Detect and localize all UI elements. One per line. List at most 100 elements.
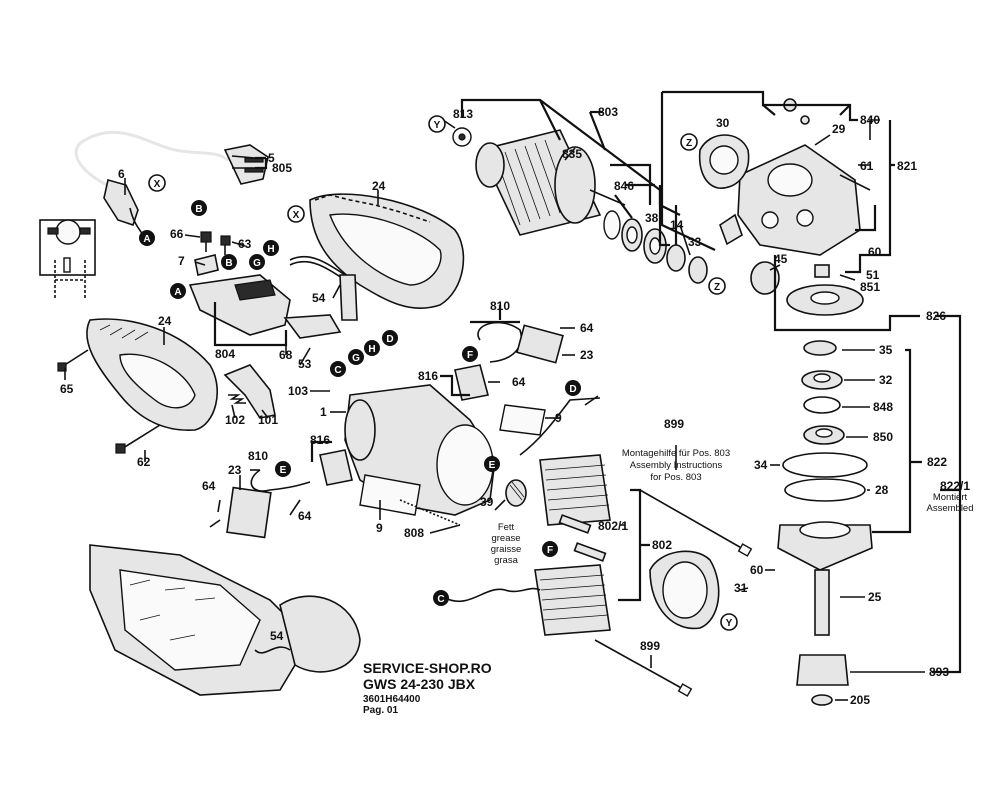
label-899-lower: 899 [640, 639, 660, 653]
marker-f: F [462, 346, 478, 362]
marker-e: E [275, 461, 291, 477]
label-821: 821 [897, 159, 917, 173]
svg-text:graisse: graisse [491, 544, 522, 555]
label-61: 61 [860, 159, 874, 173]
screws-left [57, 231, 231, 454]
label-802-1: 802/1 [598, 519, 628, 533]
label-60-upper: 60 [868, 245, 882, 259]
field-coil [444, 397, 611, 636]
marker-c: C [433, 590, 449, 606]
handle-housing-lower [86, 318, 218, 431]
leader-lines [64, 90, 962, 701]
motor-housing [344, 384, 546, 526]
label-51: 51 [866, 268, 880, 282]
svg-text:X: X [154, 179, 161, 190]
marker-y: Y [428, 115, 446, 133]
svg-text:A: A [174, 287, 181, 298]
bearing-set [603, 210, 708, 284]
label-102: 102 [225, 413, 245, 427]
svg-text:for Pos. 803: for Pos. 803 [650, 472, 701, 483]
label-5: 5 [268, 151, 275, 165]
marker-b: B [191, 200, 207, 216]
label-826: 826 [926, 309, 946, 323]
label-60-lower: 60 [750, 563, 764, 577]
svg-text:H: H [267, 244, 274, 255]
power-cord [74, 130, 269, 239]
label-840: 840 [860, 113, 880, 127]
label-64-a: 64 [580, 321, 594, 335]
connection-markers: A A B B C C D D E E F F G G H H X X Y Y … [139, 115, 738, 631]
svg-text:E: E [489, 460, 496, 471]
part-number-labels: 5 805 6 24 24 66 63 7 54 54 65 804 68 53… [60, 105, 970, 707]
marker-z: Z [680, 133, 698, 151]
label-893: 893 [929, 665, 949, 679]
label-835: 835 [562, 147, 582, 161]
label-68: 68 [279, 348, 293, 362]
svg-text:G: G [352, 353, 360, 364]
switch-assembly [188, 254, 358, 339]
label-30: 30 [716, 116, 730, 130]
label-23-lower: 23 [228, 463, 242, 477]
marker-h: H [263, 240, 279, 256]
label-53: 53 [298, 357, 312, 371]
label-808: 808 [404, 526, 424, 540]
svg-text:Assembled: Assembled [927, 503, 974, 514]
label-851: 851 [860, 280, 880, 294]
svg-text:B: B [225, 258, 232, 269]
model-name: GWS 24-230 JBX [363, 676, 476, 692]
label-45: 45 [774, 252, 788, 266]
label-899-upper: 899 [664, 417, 684, 431]
bevel-gear [719, 213, 864, 316]
svg-text:Montiert: Montiert [933, 492, 968, 503]
air-guide-ring [649, 550, 720, 630]
shop-name: SERVICE-SHOP.RO [363, 660, 492, 676]
marker-d: D [382, 330, 398, 346]
svg-text:Z: Z [686, 138, 692, 149]
label-23-upper: 23 [580, 348, 594, 362]
svg-text:Montagehilfe für Pos. 803: Montagehilfe für Pos. 803 [622, 448, 730, 459]
marker-g: G [348, 349, 364, 365]
marker-d: D [565, 380, 581, 396]
label-205: 205 [850, 693, 870, 707]
spindle-stack [777, 340, 873, 706]
marker-g: G [249, 254, 265, 270]
label-805: 805 [272, 161, 292, 175]
label-822: 822 [927, 455, 947, 469]
marker-a: A [139, 230, 155, 246]
marker-h: H [364, 340, 380, 356]
label-65: 65 [60, 382, 74, 396]
label-64-c: 64 [202, 479, 216, 493]
label-810-upper: 810 [490, 299, 510, 313]
label-35: 35 [879, 343, 893, 357]
svg-text:G: G [253, 258, 261, 269]
label-846: 846 [614, 179, 634, 193]
label-804: 804 [215, 347, 235, 361]
page-number: Pag. 01 [363, 705, 398, 716]
marker-x: X [148, 174, 166, 192]
label-9-lower: 9 [376, 521, 383, 535]
svg-text:grease: grease [491, 533, 520, 544]
label-39: 39 [480, 495, 494, 509]
cable-ties [594, 489, 753, 697]
label-38: 38 [645, 211, 659, 225]
marker-y: Y [720, 613, 738, 631]
label-33: 33 [688, 235, 702, 249]
brush-holders [226, 321, 564, 539]
label-54-upper: 54 [312, 291, 326, 305]
svg-text:Y: Y [726, 618, 733, 629]
svg-text:D: D [386, 334, 393, 345]
label-822-1: 822/1 [940, 479, 970, 493]
svg-text:E: E [280, 465, 287, 476]
svg-text:H: H [368, 344, 375, 355]
label-813: 813 [453, 107, 473, 121]
svg-text:Y: Y [434, 120, 441, 131]
label-802: 802 [652, 538, 672, 552]
label-64-b: 64 [512, 375, 526, 389]
svg-text:Assembly Instructions: Assembly Instructions [630, 460, 723, 471]
switch-schematic [39, 219, 96, 300]
label-24-lower: 24 [158, 314, 172, 328]
svg-text:A: A [143, 234, 150, 245]
svg-text:Fett: Fett [498, 522, 515, 533]
label-816-lower: 816 [310, 433, 330, 447]
